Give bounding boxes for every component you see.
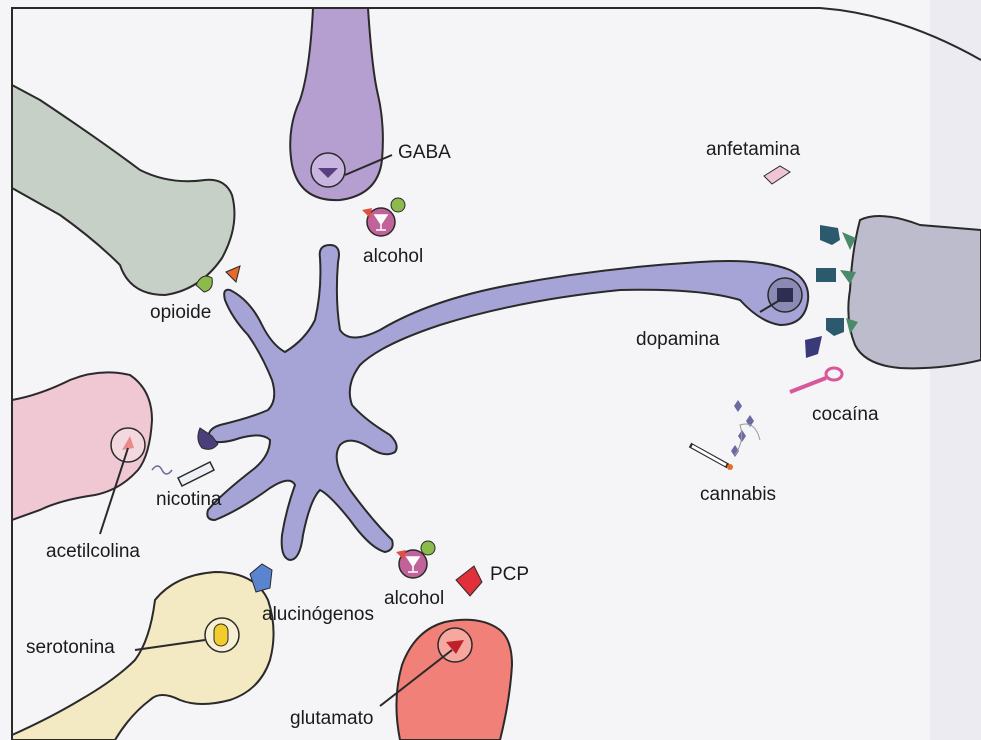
- dopamine-receptor-2: [816, 268, 836, 282]
- dopamine-target-neuron: [848, 216, 981, 368]
- hallucinogens-label: alucinógenos: [262, 604, 374, 625]
- nicotine-label: nicotina: [156, 489, 222, 510]
- gaba-label: GABA: [398, 142, 451, 163]
- cocaine-label: cocaína: [812, 404, 879, 425]
- alcohol-bottom-label: alcohol: [384, 588, 444, 609]
- alcohol-receptor-bottom: [421, 541, 435, 555]
- glutamate-label: glutamato: [290, 708, 373, 729]
- serotonin-molecule: [214, 624, 228, 646]
- cannabis-ember: [727, 464, 733, 470]
- cannabis-label: cannabis: [700, 484, 776, 505]
- amphetamine-label: anfetamina: [706, 139, 800, 160]
- acetylcholine-label: acetilcolina: [46, 541, 140, 562]
- alcohol-receptor-top: [391, 198, 405, 212]
- pcp-label: PCP: [490, 564, 529, 585]
- opioid-label: opioide: [150, 302, 211, 323]
- alcohol-top-label: alcohol: [363, 246, 423, 267]
- serotonin-label: serotonina: [26, 637, 115, 658]
- page-edge-shadow: [930, 0, 981, 740]
- dopamine-label: dopamina: [636, 329, 720, 350]
